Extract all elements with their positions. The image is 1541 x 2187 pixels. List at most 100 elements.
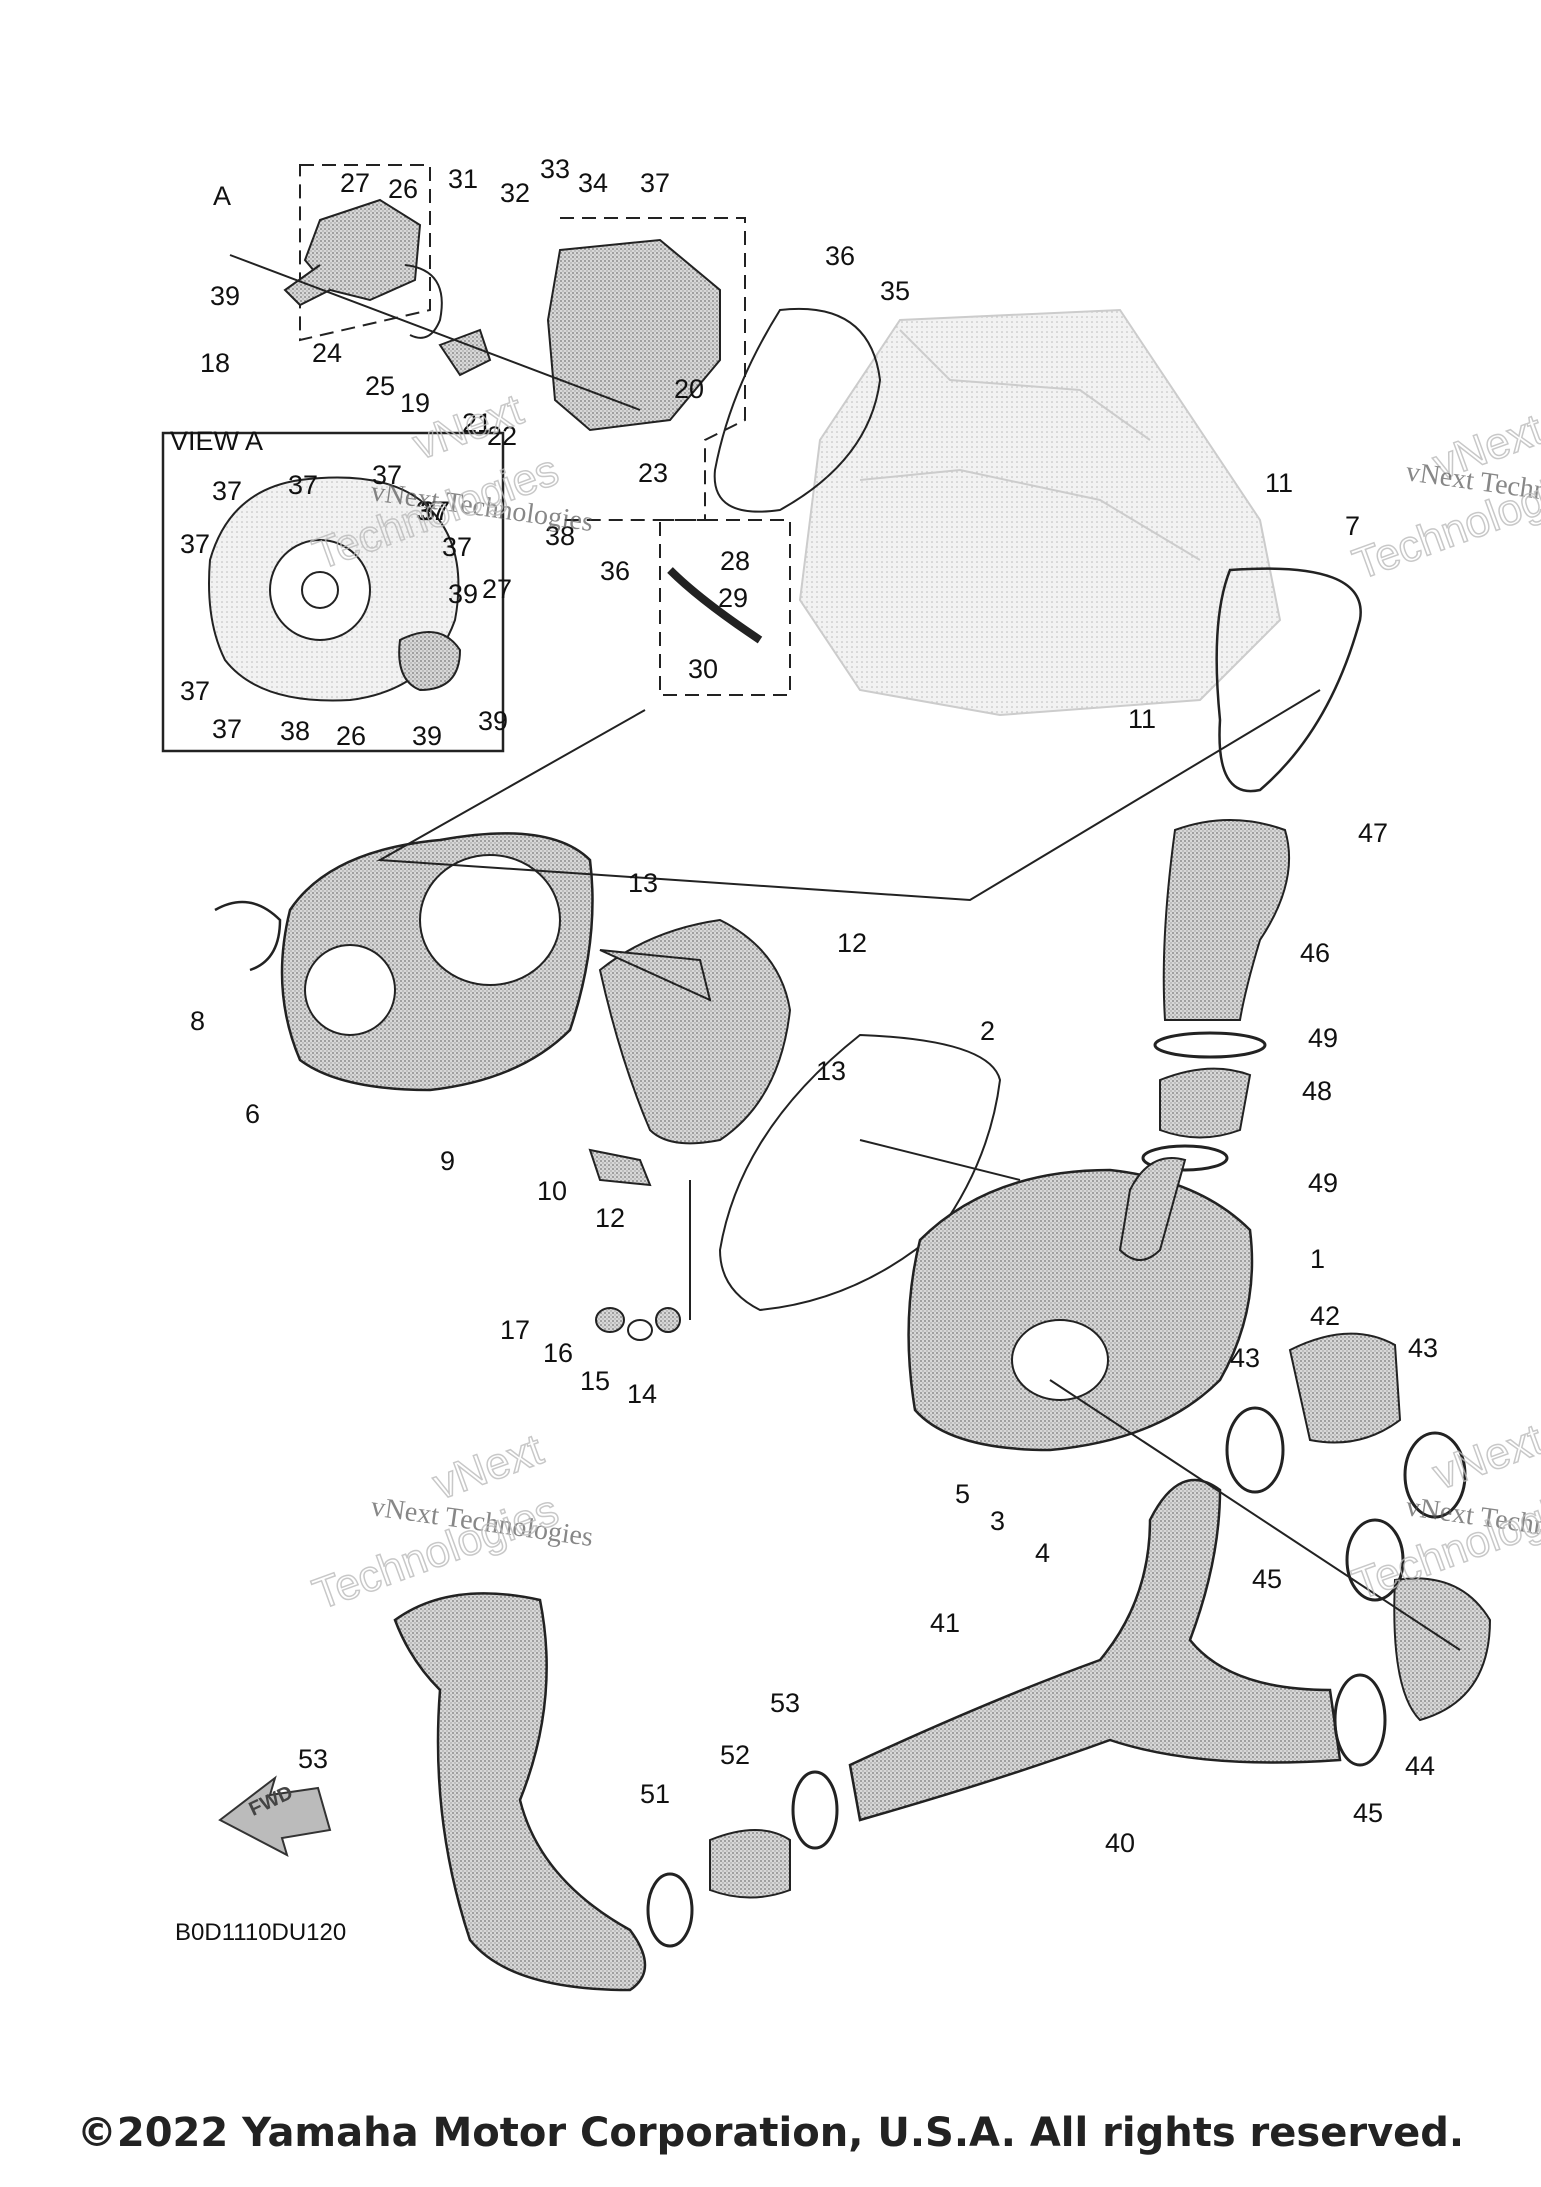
callout-39: 39 xyxy=(210,281,240,311)
drawing-code: B0D1110DU120 xyxy=(175,1919,346,1946)
callout-34: 34 xyxy=(578,168,608,198)
clamp-53-right xyxy=(791,1770,839,1850)
watermark-right-bottom: vNext vNext Technologies Technologies xyxy=(1346,1414,1541,1610)
callout-46: 46 xyxy=(1300,938,1330,968)
callout-15: 15 xyxy=(580,1366,610,1396)
sleeve-52 xyxy=(709,1829,791,1899)
callout-16: 16 xyxy=(543,1338,573,1368)
view-a-callout-26: 26 xyxy=(336,721,366,751)
clamp-43-right xyxy=(1403,1431,1467,1519)
callout-13: 13 xyxy=(628,868,658,898)
callout-30: 30 xyxy=(688,654,718,684)
seal-8 xyxy=(214,900,282,972)
callout-43: 43 xyxy=(1230,1343,1260,1373)
callout-52: 52 xyxy=(720,1740,750,1770)
callout-3: 3 xyxy=(990,1506,1005,1536)
callout-9: 9 xyxy=(440,1146,455,1176)
callout-24: 24 xyxy=(312,338,342,368)
view-a-callout-39: 39 xyxy=(448,579,478,609)
callout-51: 51 xyxy=(640,1779,670,1809)
callout-12: 12 xyxy=(837,928,867,958)
clamp-49-top xyxy=(1153,1031,1267,1059)
callout-12: 12 xyxy=(595,1203,625,1233)
callout-48: 48 xyxy=(1302,1076,1332,1106)
impeller xyxy=(438,328,492,377)
hose-30 xyxy=(667,567,763,644)
callout-37: 37 xyxy=(640,168,670,198)
callout-20: 20 xyxy=(674,374,704,404)
watermark-bottom: vNext vNext Technologies Technologies xyxy=(306,1424,595,1620)
callout-41: 41 xyxy=(930,1608,960,1638)
callout-45: 45 xyxy=(1252,1564,1282,1594)
callout-21: 21 xyxy=(462,408,492,438)
view-a-callout-27: 27 xyxy=(482,574,512,604)
callout-31: 31 xyxy=(448,164,478,194)
washers-14-17 xyxy=(595,1307,681,1341)
callout-11: 11 xyxy=(1128,704,1156,734)
callout-2: 2 xyxy=(980,1016,995,1046)
view-a-callout-39: 39 xyxy=(412,721,442,751)
callout-25: 25 xyxy=(365,371,395,401)
callout-18: 18 xyxy=(200,348,230,378)
callout-4: 4 xyxy=(1035,1538,1050,1568)
view-a-callout-37: 37 xyxy=(442,532,472,562)
view-a-callout-37: 37 xyxy=(416,496,446,526)
fwd-arrow xyxy=(218,1775,332,1857)
callout-32: 32 xyxy=(500,178,530,208)
callout-53: 53 xyxy=(298,1744,328,1774)
callout-53: 53 xyxy=(770,1688,800,1718)
clamp-43-left xyxy=(1225,1406,1285,1494)
view-a-callout-37: 37 xyxy=(212,714,242,744)
callout-44: 44 xyxy=(1405,1751,1435,1781)
clamp-45-bottom xyxy=(1333,1673,1387,1767)
callout-6: 6 xyxy=(245,1099,260,1129)
callout-47: 47 xyxy=(1358,818,1388,848)
callout-10: 10 xyxy=(537,1176,567,1206)
callout-45: 45 xyxy=(1353,1798,1383,1828)
duct-46 xyxy=(1162,819,1291,1021)
callout-36: 36 xyxy=(825,241,855,271)
callout-35: 35 xyxy=(880,276,910,306)
callout-11: 11 xyxy=(1265,468,1293,498)
watermark-brand-4: vNext xyxy=(1427,1415,1541,1500)
pump-gasket xyxy=(404,264,443,339)
gasket-7 xyxy=(1215,567,1362,793)
clamp-53-left xyxy=(646,1872,694,1948)
callout-29: 29 xyxy=(718,583,748,613)
view-a-callout-37: 37 xyxy=(180,676,210,706)
view-a-callout-37: 37 xyxy=(372,460,402,490)
callout-36: 36 xyxy=(600,556,630,586)
callout-8: 8 xyxy=(190,1006,205,1036)
callout-42: 42 xyxy=(1310,1301,1340,1331)
callout-49: 49 xyxy=(1308,1168,1338,1198)
joint-44 xyxy=(1393,1577,1492,1722)
clamp-49-bottom xyxy=(1141,1144,1229,1172)
clamp-45-top xyxy=(1345,1518,1405,1602)
engine-block xyxy=(798,308,1282,717)
callout-7: 7 xyxy=(1345,511,1360,541)
bracket-10 xyxy=(588,918,792,1187)
callout-14: 14 xyxy=(627,1379,657,1409)
cover-gasket-35 xyxy=(713,307,882,513)
cover-1 xyxy=(907,1157,1254,1452)
center-lines xyxy=(229,254,1461,1651)
callout-13: 13 xyxy=(816,1056,846,1086)
callout-17: 17 xyxy=(500,1315,530,1345)
callout-38: 38 xyxy=(545,521,575,551)
callout-19: 19 xyxy=(400,388,430,418)
callout-43: 43 xyxy=(1408,1333,1438,1363)
callout-33: 33 xyxy=(540,154,570,184)
callout-40: 40 xyxy=(1105,1828,1135,1858)
joint-48 xyxy=(1159,1067,1252,1139)
callout-28: 28 xyxy=(720,546,750,576)
callout-23: 23 xyxy=(638,458,668,488)
callout-27: 27 xyxy=(340,168,370,198)
cover-6 xyxy=(280,832,594,1092)
copyright-notice: ©2022 Yamaha Motor Corporation, U.S.A. A… xyxy=(76,2110,1465,2156)
gasket-2 xyxy=(718,1033,1002,1312)
y-pipe-40 xyxy=(848,1478,1342,1822)
view-a-callout-37: 37 xyxy=(288,470,318,500)
intake-pipe-left xyxy=(393,1592,647,1992)
